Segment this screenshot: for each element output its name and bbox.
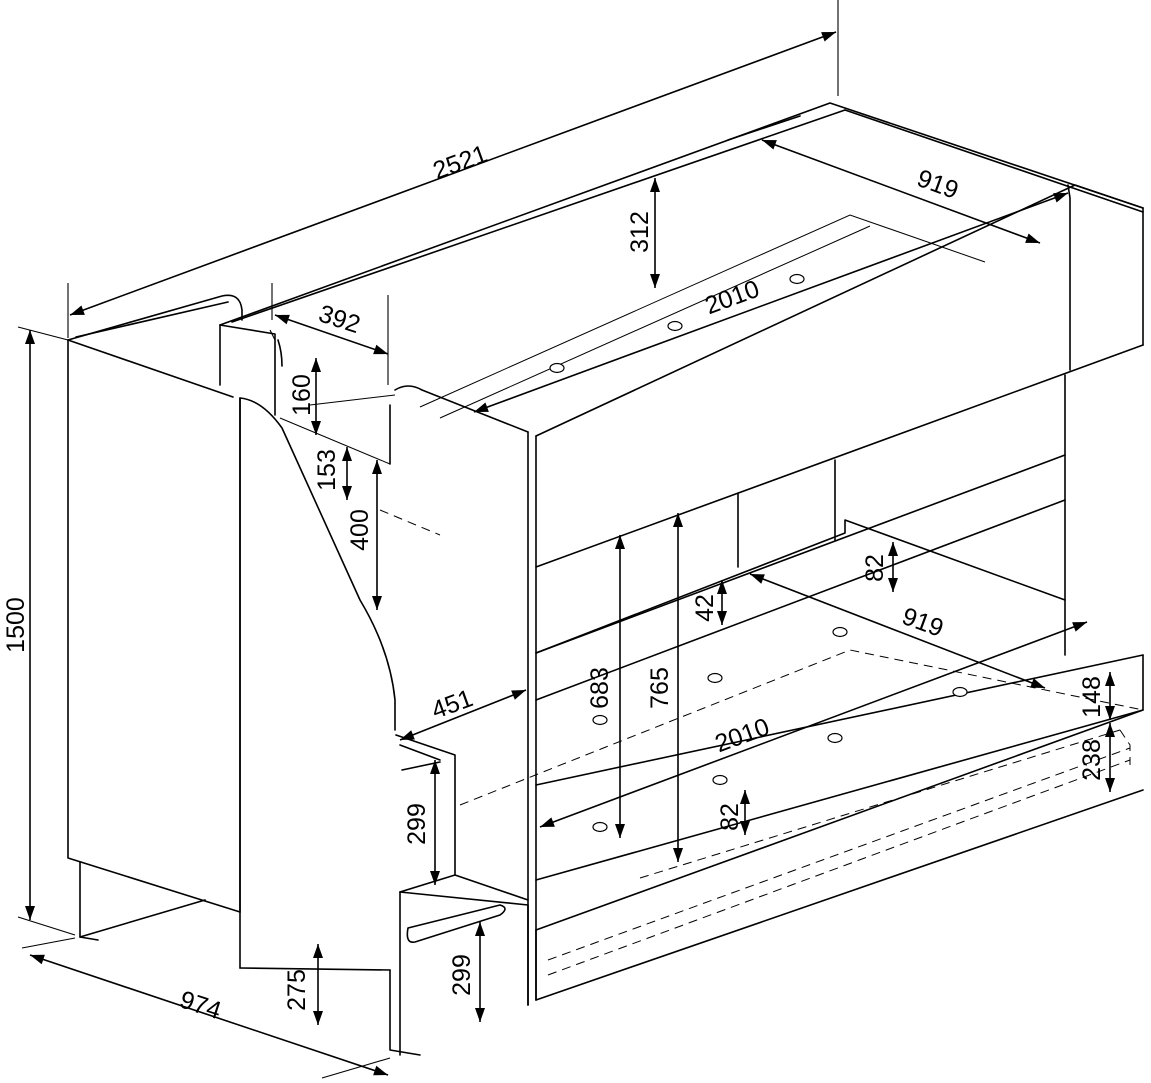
dim-stair-step-top <box>372 460 382 610</box>
label-lower-rail-42: 42 <box>691 594 719 622</box>
label-stair-opening-depth: 160 <box>288 374 316 416</box>
label-overall-height: 1500 <box>2 597 30 653</box>
dim-lower-42 <box>717 580 727 625</box>
dim-lower-inner-length <box>539 621 1088 828</box>
dim-stair-opening-depth <box>311 358 321 435</box>
dim-stair-width <box>399 689 527 741</box>
label-stair-opening-width: 392 <box>315 300 363 340</box>
extension-lines <box>17 0 839 1079</box>
bed-frame-outline <box>67 102 1144 1056</box>
dimension-lines <box>25 31 1115 1076</box>
label-lower-rail-82-back: 82 <box>861 554 889 582</box>
dim-overall-depth <box>29 954 389 1076</box>
dim-lower-82-back <box>888 542 898 592</box>
label-overall-length: 2521 <box>429 140 491 185</box>
label-stair-width: 451 <box>428 684 477 725</box>
label-stair-step-bottom: 299 <box>448 954 476 996</box>
dim-stair-step-bottom <box>475 922 485 1022</box>
label-lower-inner-width: 919 <box>898 602 947 643</box>
label-upper-rail-height: 312 <box>626 211 654 253</box>
dim-lower-683 <box>615 535 625 838</box>
dim-overall-length <box>69 31 837 316</box>
label-stair-step-mid: 299 <box>403 803 431 845</box>
dim-bottom-leg <box>313 944 323 1025</box>
dim-upper-inner-length <box>473 192 1069 413</box>
dim-upper-rail-drop <box>342 447 352 500</box>
label-lower-rail-82-front: 82 <box>716 803 744 831</box>
dim-trundle-148 <box>1105 672 1115 720</box>
label-upper-inner-length: 2010 <box>701 275 763 320</box>
label-trundle-front-148: 148 <box>1078 676 1106 718</box>
screw-holes <box>549 273 968 833</box>
dim-stair-opening-width <box>274 314 389 355</box>
label-trundle-height-238: 238 <box>1078 739 1106 781</box>
dim-upper-rail-height <box>650 178 660 288</box>
dim-stair-step-mid <box>430 760 440 885</box>
label-lower-clearance-683: 683 <box>586 667 614 709</box>
dim-overall-height <box>25 330 35 920</box>
dim-trundle-238 <box>1105 723 1115 792</box>
label-overall-depth: 974 <box>176 986 224 1026</box>
dim-lower-765 <box>673 513 683 862</box>
label-lower-clearance-765: 765 <box>646 667 674 709</box>
dimension-labels: 2521 1500 974 312 919 2010 392 160 153 4… <box>2 140 1106 1025</box>
dim-upper-inner-width <box>761 139 1041 244</box>
label-bottom-leg-height: 275 <box>283 969 311 1011</box>
dim-lower-inner-width <box>749 573 1046 689</box>
dim-lower-82-front <box>740 790 750 835</box>
label-stair-step-top: 400 <box>346 509 374 551</box>
label-upper-rail-drop: 153 <box>313 449 341 491</box>
